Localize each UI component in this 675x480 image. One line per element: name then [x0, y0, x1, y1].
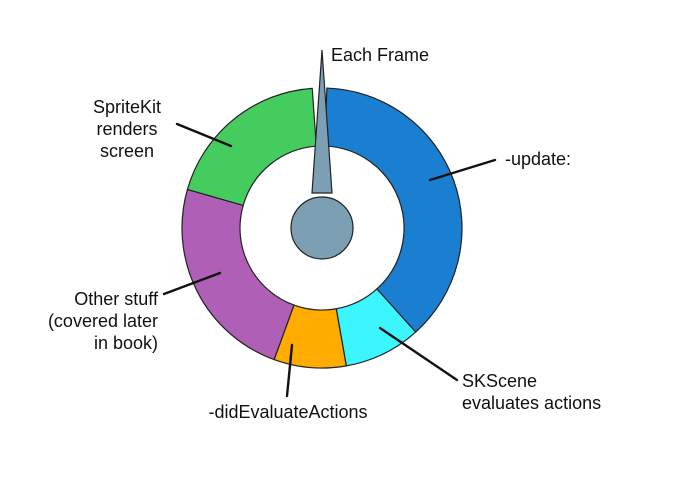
label-other: Other stuff (covered later in book)	[12, 288, 158, 354]
label-render-line-2: renders	[96, 119, 158, 139]
leader-line-other	[162, 271, 222, 296]
label-did-evaluate-line-1: -didEvaluateActions	[208, 402, 368, 422]
label-update-line-1: -update:	[505, 149, 572, 169]
segment-other	[181, 188, 295, 361]
pointer-needle	[311, 49, 333, 194]
leader-line-update	[428, 158, 497, 182]
pointer-hub	[290, 196, 354, 260]
label-render: SpriteKit renders screen	[72, 96, 182, 162]
label-update: -update:	[505, 148, 571, 170]
leader-line-evaluate	[378, 326, 459, 382]
label-evaluate-line-1: SKScene	[462, 371, 538, 391]
leader-lines	[162, 122, 497, 398]
title-label: Each Frame	[331, 44, 429, 66]
leader-line-did-evaluate	[285, 343, 294, 398]
label-other-line-1: Other stuff	[74, 289, 158, 309]
leader-line-render	[175, 122, 233, 148]
segment-update	[324, 87, 463, 333]
frame-pointer	[290, 49, 354, 260]
label-other-line-3: in book)	[93, 333, 158, 353]
label-did-evaluate: -didEvaluateActions	[178, 401, 398, 423]
label-render-line-1: SpriteKit	[92, 97, 162, 117]
label-evaluate-line-2: evaluates actions	[462, 393, 602, 413]
label-evaluate: SKScene evaluates actions	[462, 370, 601, 414]
label-render-line-3: screen	[99, 141, 155, 161]
segment-render	[186, 87, 317, 207]
label-other-line-2: (covered later	[47, 311, 158, 331]
title-text: Each Frame	[331, 45, 430, 65]
